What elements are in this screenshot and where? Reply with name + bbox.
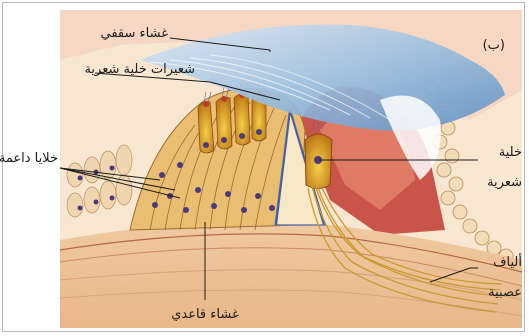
label-supporting-cells: خلايا داعمة	[0, 151, 58, 166]
label-tectorial-membrane: غشاء سقفي	[101, 26, 169, 41]
panel-letter: (ب)	[483, 38, 505, 53]
label-hair-cell-stereocilia: شعيرات خلية شعرية	[84, 62, 195, 77]
label-basilar-membrane: غشاء قاعدي	[171, 307, 239, 322]
label-hair-cell-1: خلية	[499, 145, 522, 160]
label-nerve-fibers-1: ألياف	[493, 253, 522, 270]
label-hair-cell-2: شعرية	[487, 175, 522, 190]
label-nerve-fibers-2: عصبية	[488, 285, 522, 300]
